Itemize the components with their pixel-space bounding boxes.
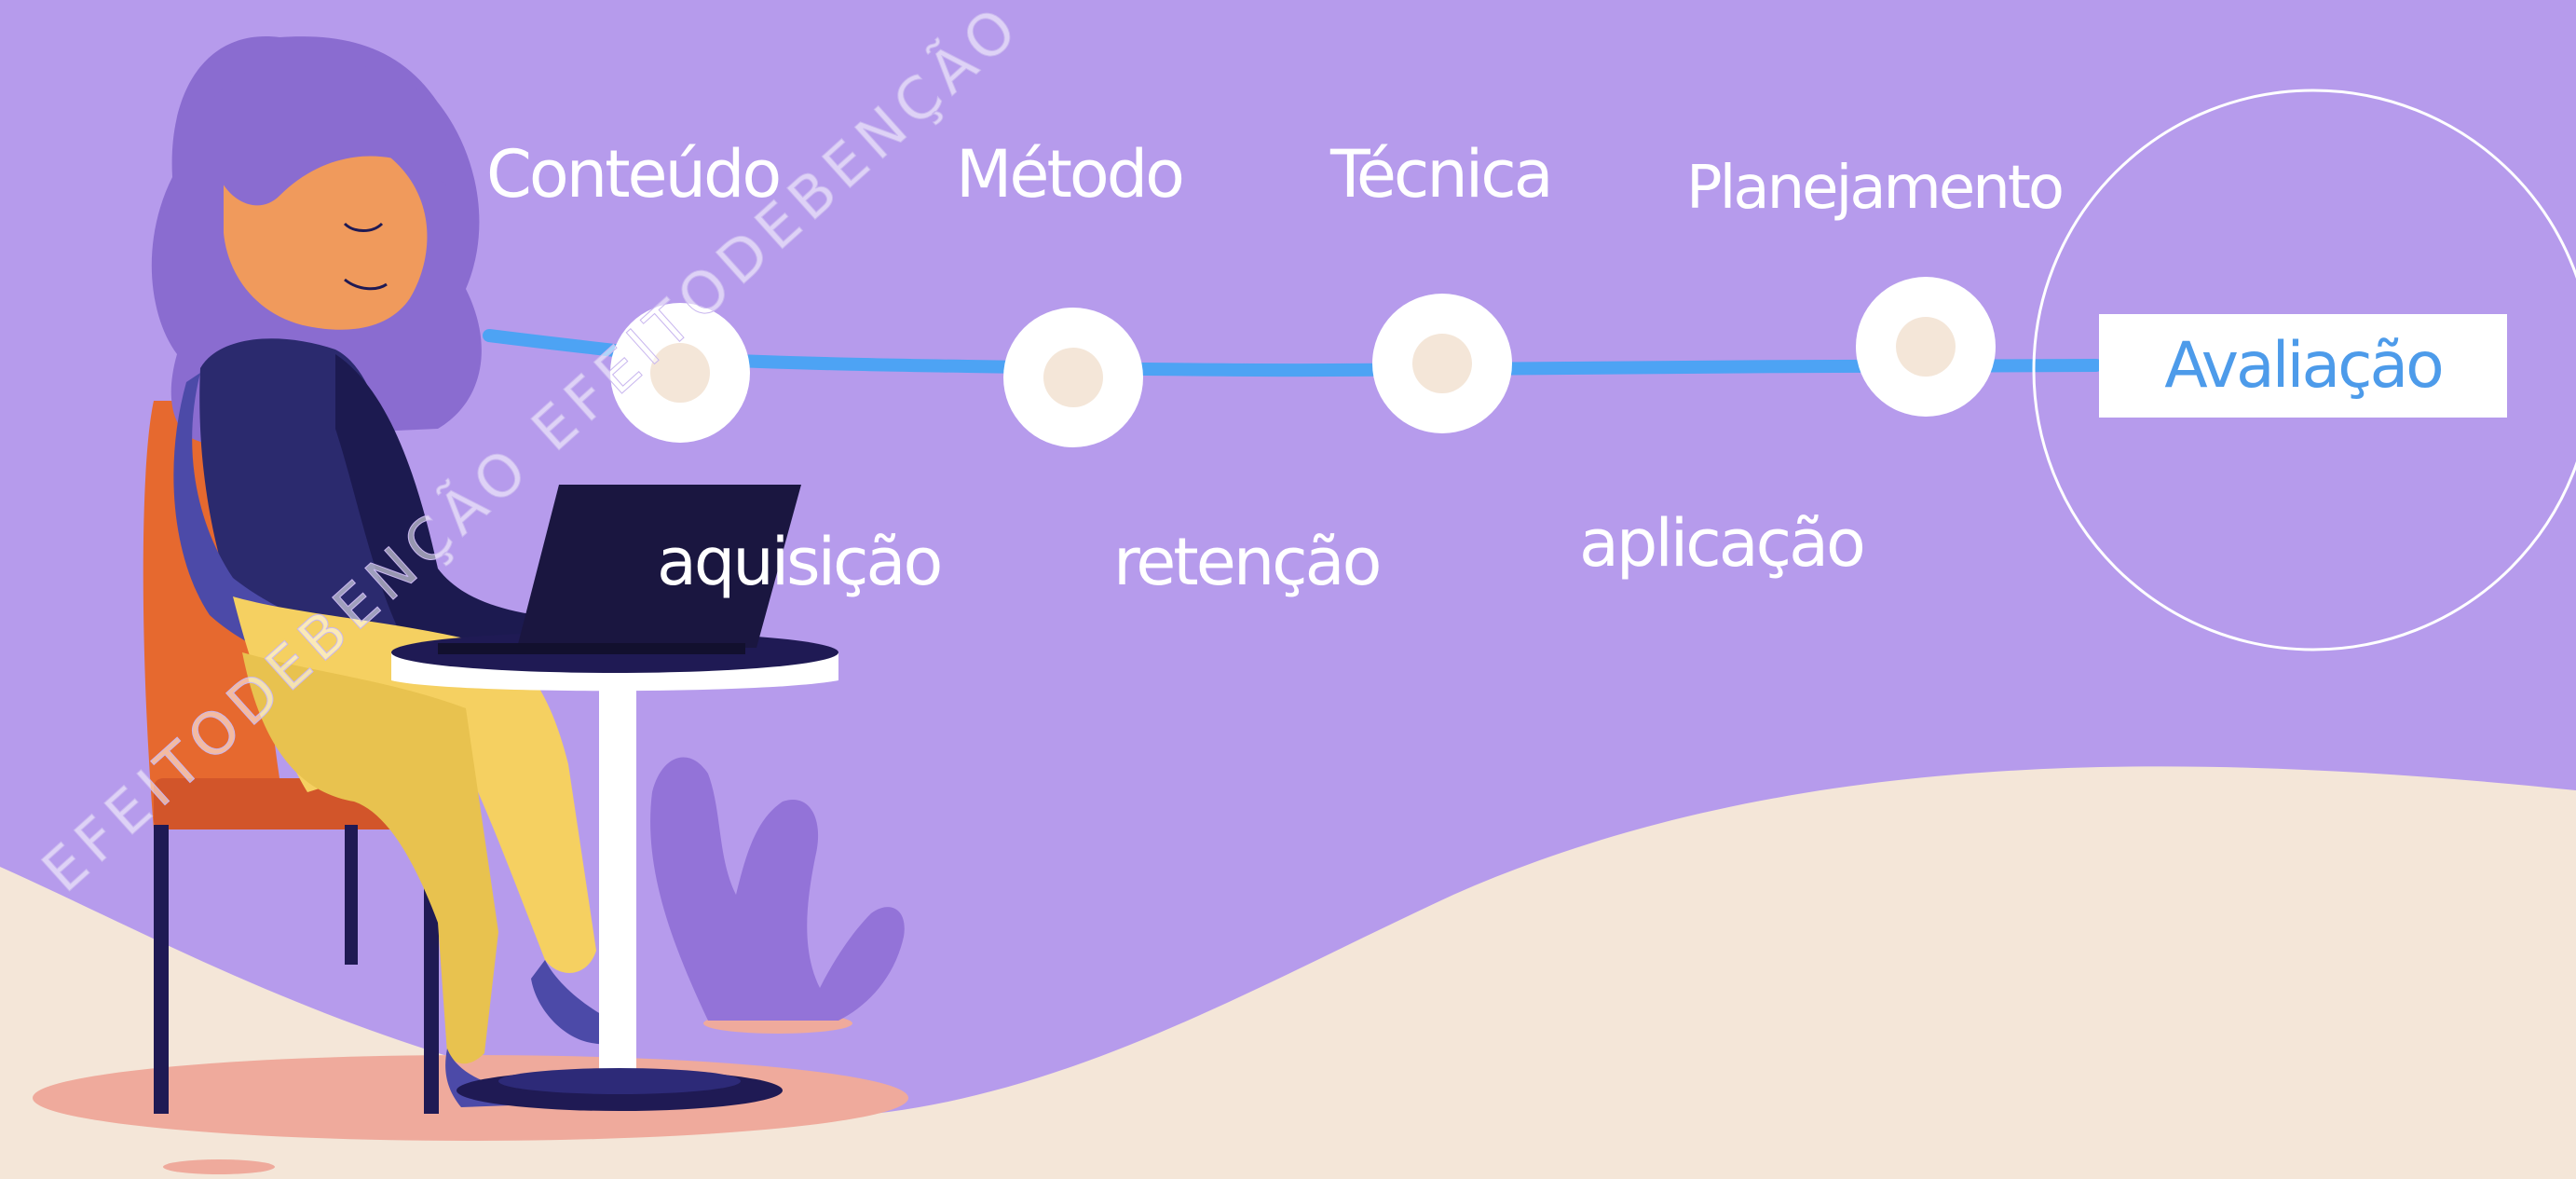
timeline-node bbox=[610, 303, 750, 443]
plant bbox=[650, 757, 905, 1021]
stage-label-metodo: Método bbox=[956, 136, 1185, 212]
timeline-node bbox=[1003, 308, 1143, 447]
phase-label-aquisicao: aquisição bbox=[657, 524, 943, 600]
small-shadow bbox=[163, 1159, 275, 1174]
stage-label-planejamento: Planejamento bbox=[1686, 154, 2065, 223]
stage-label-conteudo: Conteúdo bbox=[486, 136, 782, 212]
stage-label-tecnica: Técnica bbox=[1330, 136, 1554, 212]
laptop bbox=[438, 485, 801, 654]
ground-wave bbox=[0, 766, 2576, 1179]
final-stage-box: Avaliação bbox=[2099, 314, 2507, 418]
timeline-node bbox=[1372, 294, 1512, 433]
final-stage-label: Avaliação bbox=[2164, 329, 2445, 403]
timeline-node bbox=[1856, 277, 1996, 417]
woman-figure bbox=[151, 36, 635, 1107]
highlight-ring bbox=[2032, 89, 2576, 651]
phase-label-retencao: retenção bbox=[1113, 524, 1382, 600]
phase-label-aplicacao: aplicação bbox=[1579, 505, 1866, 582]
